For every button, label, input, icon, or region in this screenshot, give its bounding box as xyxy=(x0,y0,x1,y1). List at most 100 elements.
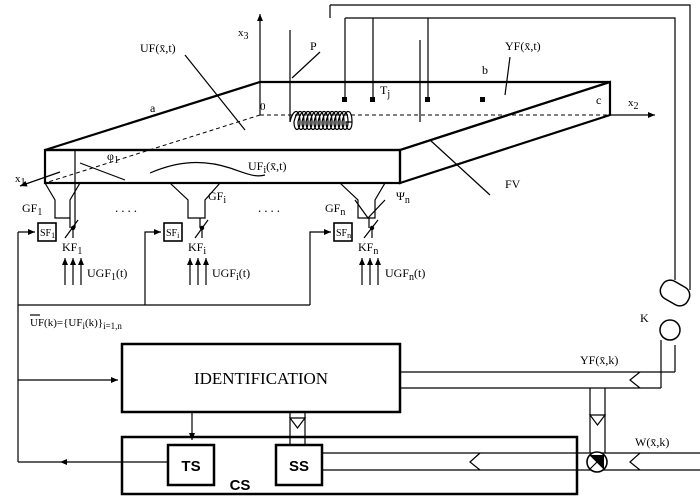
psi-n-text: Ψ xyxy=(396,189,405,203)
origin-label: 0 xyxy=(260,101,266,113)
kfn-label: KFn xyxy=(358,240,378,257)
sf1-text: SF xyxy=(40,228,52,239)
gfi-sub: i xyxy=(223,195,226,206)
setpoint-lines xyxy=(17,229,331,462)
k-sensor xyxy=(659,279,691,341)
kfn-text: KF xyxy=(358,240,374,254)
psi-n-label: Ψn xyxy=(396,189,410,206)
ugfi-text: UGF xyxy=(212,266,236,280)
tj-sub: j xyxy=(386,89,390,100)
sfi-sub: i xyxy=(177,231,180,240)
gfn-sub: n xyxy=(340,207,345,218)
yf-field-label: YF(x̄,t) xyxy=(505,39,541,53)
gf1-text: GF xyxy=(22,201,38,215)
x3-axis-text: x xyxy=(238,27,244,39)
phi1-label: φ1 xyxy=(107,149,119,166)
sfn-label: SFn xyxy=(336,228,351,240)
uf-vector-text: UF(k)={UF xyxy=(30,317,82,329)
uf-vector-tail: (k)} xyxy=(85,317,103,329)
gfn-label: GFn xyxy=(325,201,345,218)
kf1-sub: 1 xyxy=(77,246,82,257)
kfi-label: KFi xyxy=(188,240,206,257)
w-k-label: W(x̄,k) xyxy=(635,435,669,449)
kf1-text: KF xyxy=(62,240,78,254)
kfi-text: KF xyxy=(188,240,204,254)
ss-label: SS xyxy=(289,458,309,475)
ugf1-text: UGF xyxy=(87,266,111,280)
furnace-slab xyxy=(43,80,612,185)
x2-axis-text: x xyxy=(628,97,634,109)
burner-i xyxy=(163,182,222,242)
phi1-sub: 1 xyxy=(114,155,119,166)
gf1-sub: 1 xyxy=(37,207,42,218)
edge-c-label: c xyxy=(596,93,601,107)
heater-label: P xyxy=(310,39,317,53)
ugfn-text: UGF xyxy=(385,266,409,280)
yf-k-label: YF(x̄,k) xyxy=(580,353,618,367)
temperature-profile-curve xyxy=(149,161,266,177)
sf1-label: SF1 xyxy=(40,228,55,240)
uf-vector-label: UF(k)={UFi(k)}i=1,n xyxy=(30,317,122,331)
heater-coil xyxy=(289,30,421,131)
kf1-label: KF1 xyxy=(62,240,82,257)
ugfi-label: UGFi(t) xyxy=(212,266,250,283)
ufi-text: UF xyxy=(248,159,264,173)
kfi-sub: i xyxy=(203,246,206,257)
ufi-args: (x̄,t) xyxy=(266,159,286,173)
edge-a-label: a xyxy=(150,101,156,115)
x2-axis-label: x2 xyxy=(628,97,639,112)
x1-axis-sub: 1 xyxy=(21,177,26,188)
x1-axis-text: x xyxy=(15,173,21,185)
uf-vector-sub: i xyxy=(82,321,85,331)
ts-block xyxy=(166,443,216,487)
x3-axis-label: x3 xyxy=(238,27,249,42)
sfn-sub: n xyxy=(347,231,351,240)
sfn-text: SF xyxy=(336,228,348,239)
cs-label: CS xyxy=(230,477,251,494)
tj-label: Tj xyxy=(380,83,390,100)
burner-n xyxy=(333,182,387,242)
identification-block xyxy=(120,342,402,414)
dots-left: .... xyxy=(115,200,140,215)
tj-text: T xyxy=(380,83,388,97)
sfi-label: SFi xyxy=(166,228,180,240)
ugfi-arg: (t) xyxy=(239,266,250,280)
fv-label: FV xyxy=(505,177,521,191)
burner-1 xyxy=(37,150,82,242)
psi-n-sub: n xyxy=(405,195,410,206)
x1-axis-label: x1 xyxy=(15,173,26,188)
ugfn-arg: (t) xyxy=(414,266,425,280)
kfn-sub: n xyxy=(373,246,378,257)
gfi-text: GF xyxy=(208,189,224,203)
ugfn-sub: n xyxy=(409,272,414,283)
x2-axis-sub: 2 xyxy=(634,101,639,112)
ugf1-sub: 1 xyxy=(111,272,116,283)
coordinate-axes xyxy=(19,14,655,187)
ts-label: TS xyxy=(181,458,200,475)
id-ss-link xyxy=(288,412,307,445)
ugf1-label: UGF1(t) xyxy=(87,266,127,283)
gf1-label: GF1 xyxy=(22,201,42,218)
gfn-text: GF xyxy=(325,201,341,215)
ufi-label: UFi(x̄,t) xyxy=(248,159,286,176)
ufi-sub: i xyxy=(263,165,266,176)
leader-lines xyxy=(79,51,511,196)
gfi-label: GFi xyxy=(208,189,226,206)
supply-pipe xyxy=(329,4,691,290)
k-label: K xyxy=(640,311,649,325)
measurement-pipe xyxy=(400,340,676,389)
dots-right: .... xyxy=(258,200,283,215)
x3-axis-sub: 3 xyxy=(244,31,249,42)
phi1-text: φ xyxy=(107,149,114,163)
identification-title: IDENTIFICATION xyxy=(194,369,328,388)
edge-b-label: b xyxy=(482,63,488,77)
fuel-input-arrows xyxy=(62,258,381,285)
sfi-text: SF xyxy=(166,228,178,239)
uf-vector-range: i=1,n xyxy=(103,321,122,331)
fuel-supply-lines xyxy=(322,388,700,471)
temperature-probes xyxy=(342,18,485,102)
ss-block xyxy=(274,443,324,487)
control-valve xyxy=(586,451,608,473)
sf1-sub: 1 xyxy=(51,231,55,240)
